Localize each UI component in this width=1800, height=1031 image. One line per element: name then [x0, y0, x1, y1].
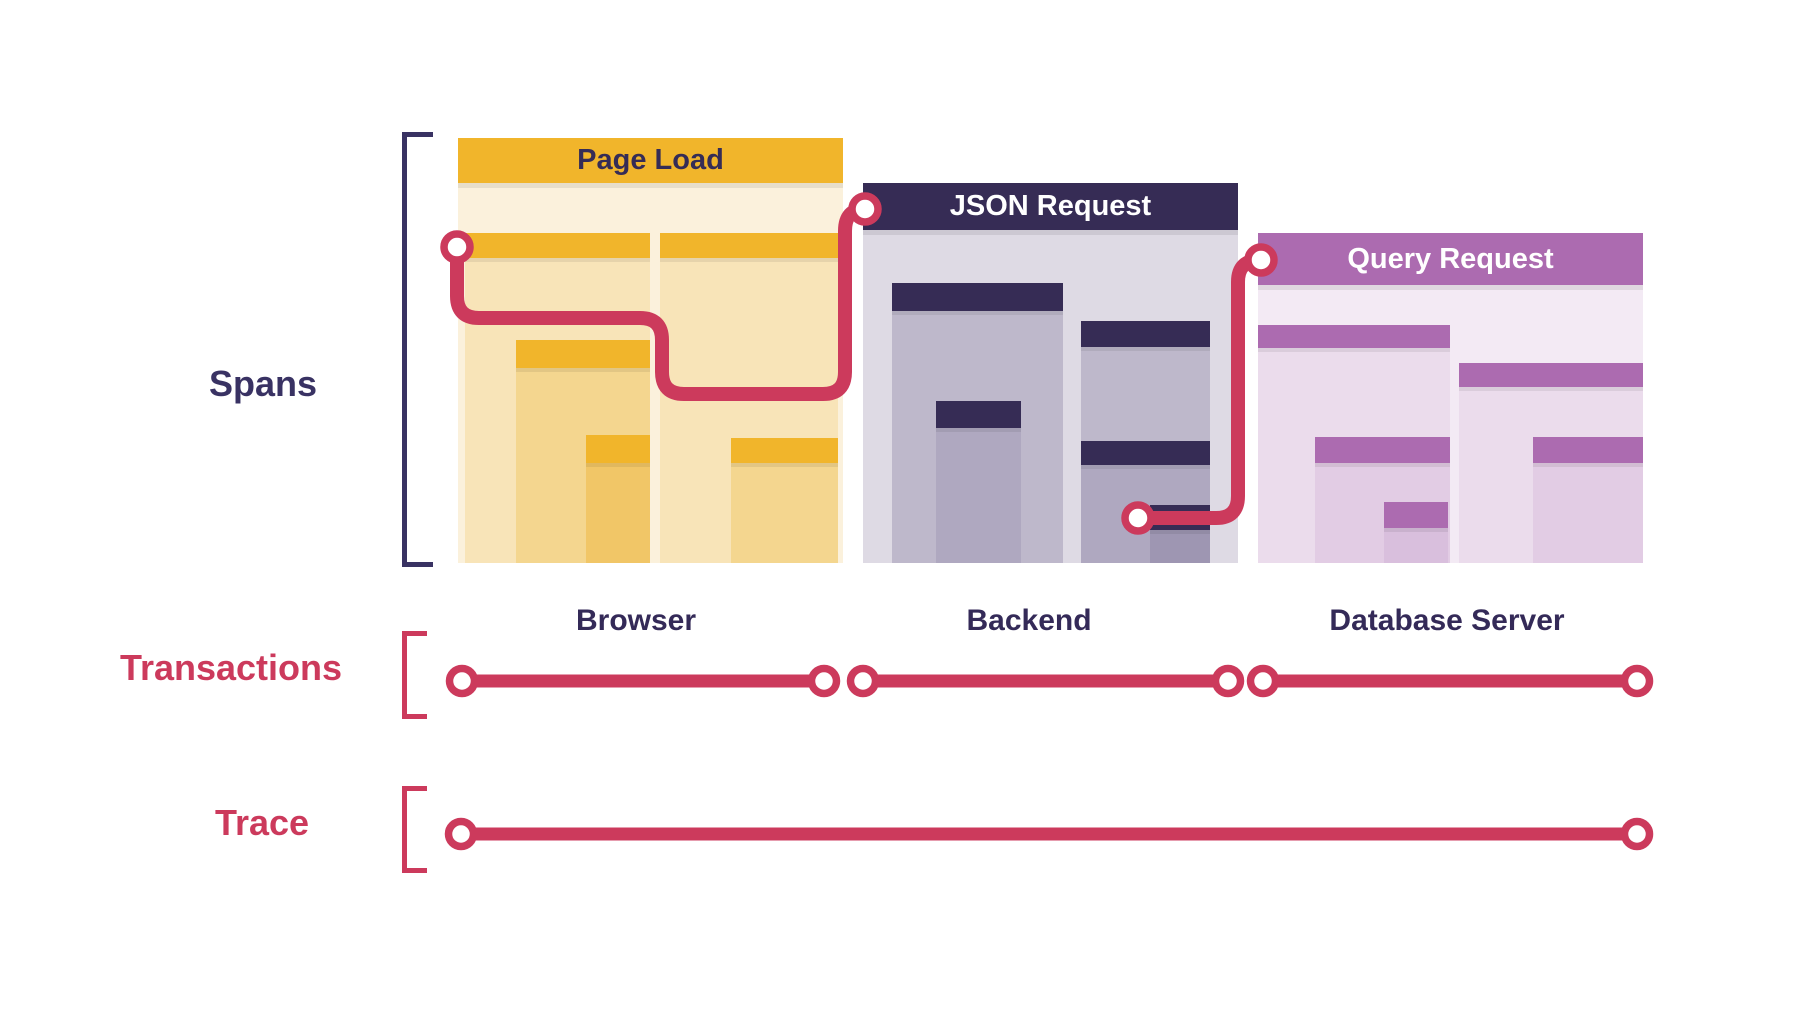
trace-endpoint [1620, 817, 1654, 851]
span-header [1459, 363, 1643, 387]
span-header [1081, 441, 1210, 465]
span-header [1315, 437, 1450, 463]
span-header [1150, 505, 1210, 530]
span-header [660, 233, 838, 258]
trace-bracket [402, 786, 427, 873]
panel-page-load-title: Page Load [458, 138, 843, 183]
service-label-browser: Browser [575, 604, 697, 637]
trace-endpoint [444, 817, 478, 851]
span-header [892, 283, 1063, 311]
trace-row-label: Trace [214, 802, 310, 843]
transaction-endpoint [1620, 664, 1654, 698]
panel-json-request: JSON Request [863, 183, 1238, 563]
transactions-row-label: Transactions [119, 647, 343, 688]
span-block [731, 438, 838, 563]
transaction-endpoint [807, 664, 841, 698]
span-header [465, 233, 650, 258]
span-header [1384, 502, 1448, 528]
panel-query-request: Query Request [1258, 233, 1643, 563]
span-header [1081, 321, 1210, 347]
span-header [1533, 437, 1643, 463]
span-block [1533, 437, 1643, 563]
service-label-backend: Backend [966, 604, 1092, 637]
panel-json-request-title: JSON Request [863, 183, 1238, 230]
span-header [731, 438, 838, 463]
span-block [1150, 505, 1210, 563]
spans-row-label: Spans [208, 363, 318, 404]
transaction-endpoint [1246, 664, 1280, 698]
span-header [516, 340, 650, 368]
span-header [936, 401, 1021, 428]
panel-query-request-title: Query Request [1258, 233, 1643, 285]
span-block [586, 435, 650, 563]
span-header [586, 435, 650, 463]
panel-page-load: Page Load [458, 138, 843, 563]
spans-bracket [402, 132, 433, 567]
transaction-endpoint [1211, 664, 1245, 698]
transactions-bracket [402, 631, 427, 719]
transaction-endpoint [846, 664, 880, 698]
span-header [1258, 325, 1450, 348]
span-block [1384, 502, 1448, 563]
span-block [936, 401, 1021, 563]
transaction-endpoint [445, 664, 479, 698]
service-label-database-server: Database Server [1329, 604, 1565, 637]
